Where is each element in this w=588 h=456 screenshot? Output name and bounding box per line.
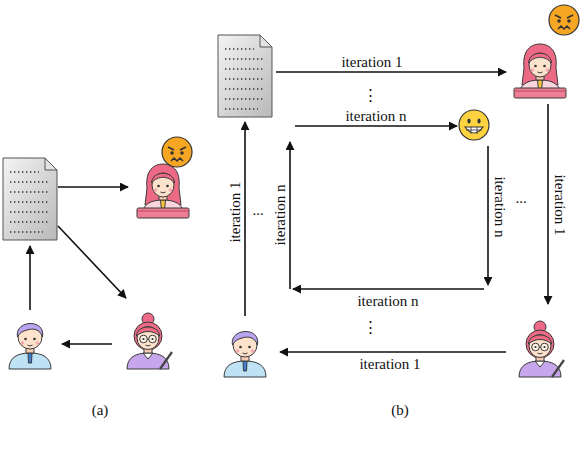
flow-arrow	[293, 288, 484, 290]
edge-label: iteration n	[273, 184, 288, 245]
panel-label: (a)	[92, 403, 109, 418]
flow-arrow	[487, 146, 489, 285]
writer-icon	[9, 323, 51, 369]
edge-label: iteration n	[357, 294, 418, 309]
document-icon	[218, 35, 272, 117]
flow-arrow	[58, 186, 128, 188]
flow-arrow	[29, 246, 31, 310]
flow-arrow	[280, 351, 506, 353]
flow-arrow	[58, 226, 126, 298]
ellipsis-mark: ...	[515, 191, 526, 206]
flow-arrow	[276, 71, 506, 73]
flow-arrow	[547, 104, 549, 304]
flow-arrow	[62, 343, 112, 345]
ellipsis-mark: ⋮	[363, 88, 378, 103]
ellipsis-mark: ⋮	[363, 320, 378, 335]
edge-label: iteration n	[345, 109, 406, 124]
panel-label: (b)	[391, 403, 409, 418]
edge-label: iteration 1	[552, 174, 567, 235]
angry-emoji	[549, 5, 579, 35]
writer-icon	[224, 331, 266, 377]
edge-label: iteration n	[492, 176, 507, 237]
reviewer-icon	[514, 44, 566, 98]
annotator-icon	[519, 321, 564, 377]
grin-emoji	[459, 110, 489, 140]
ellipsis-mark: ...	[252, 203, 263, 218]
angry-emoji	[162, 137, 192, 167]
edge-label: iteration 1	[228, 181, 243, 242]
flow-arrow	[244, 122, 246, 316]
flow-arrow	[295, 125, 457, 127]
edge-label: iteration 1	[359, 357, 420, 372]
edge-label: iteration 1	[341, 55, 402, 70]
flow-arrow	[289, 142, 291, 289]
reviewer-icon	[137, 164, 189, 218]
annotator-icon	[127, 313, 172, 369]
document-icon	[3, 158, 57, 240]
